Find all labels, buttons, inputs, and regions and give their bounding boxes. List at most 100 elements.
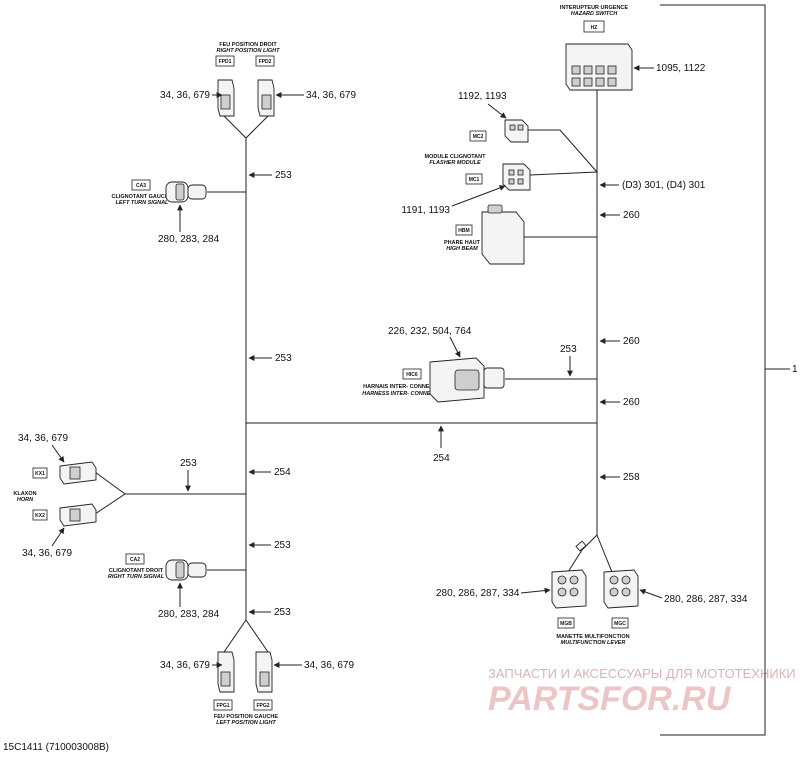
right-turn-signal: CA2 CLIGNOTANT DROIT RIGHT TURN SIGNAL 2… [108, 553, 220, 620]
connector-mgb-icon [551, 569, 587, 609]
tag-box-hz [583, 20, 605, 33]
tag-box-fpg2 [253, 699, 273, 711]
hazard-switch-pins [571, 65, 617, 87]
wire-ref-253-harness: 253 [560, 344, 577, 355]
connector-fpd2-latch [261, 94, 272, 110]
right-turn-signal-en-label: RIGHT TURN SIGNAL [108, 574, 165, 580]
flasher-module-wire-bottom [529, 171, 598, 176]
tag-kx2: KX2 [35, 513, 45, 519]
tag-box-mc1 [465, 173, 483, 185]
tag-mc2: MC2 [473, 134, 484, 140]
flasher-module-fr-label: MODULE CLIGNOTANT [424, 154, 486, 160]
flasher-module-mc1-icon [502, 163, 531, 191]
tag-kx1: KX1 [35, 471, 45, 477]
tag-fpd2: FPD2 [259, 59, 272, 65]
high-beam-icon [481, 211, 525, 265]
horn-branch [94, 471, 126, 515]
tag-box-ca2 [125, 553, 145, 565]
ref-left-position-light-left: 34, 36, 679 [160, 660, 210, 671]
horn-connector-kx1-latch [69, 466, 81, 480]
ref-right-position-light-left: 34, 36, 679 [160, 90, 210, 101]
connector-ca2-ribs [175, 561, 185, 579]
left-turn-signal-fr-label: CLIGNOTANT GAUCHE [111, 194, 172, 200]
left-position-light: 34, 36, 679 34, 36, 679 FPG1 FPG2 FEU PO… [160, 651, 354, 726]
wire-ref-253-low1: 253 [274, 540, 291, 551]
ref-harness-connect: 226, 232, 504, 764 [388, 326, 472, 337]
wire-ref-253-top: 253 [275, 170, 292, 181]
tag-box-kx2 [32, 509, 48, 521]
tag-box-mgc [611, 617, 629, 629]
harness-connect-en-label: HARNESS INTER- CONNECT [362, 391, 438, 397]
left-position-light-en-label: LEFT POSITION LIGHT [216, 720, 276, 726]
tag-hz: HZ [591, 25, 598, 31]
multifunction-lever-wire-right [596, 534, 613, 573]
connector-fpg1-latch [220, 671, 231, 687]
high-beam-plug [487, 204, 503, 214]
ref-multifunction-lever-left: 280, 286, 287, 334 [436, 588, 520, 599]
tag-mc1: MC1 [469, 177, 480, 183]
leader-kx2 [51, 527, 65, 547]
connector-fpd1-latch [220, 94, 231, 110]
tag-box-hbm [455, 224, 473, 236]
tag-box-ca3 [131, 179, 151, 191]
wire-ref-260-b: 260 [623, 336, 640, 347]
high-beam-en-label: HIGH BEAM [446, 246, 478, 252]
ref-right-turn-signal: 280, 283, 284 [158, 609, 220, 620]
connector-ca3-ribs [175, 183, 185, 201]
ref-horn-top: 34, 36, 679 [18, 433, 68, 444]
wire-ref-253-mid: 253 [275, 353, 292, 364]
tag-mgc: MGC [614, 621, 626, 627]
ref-flasher-module-bottom: 1191, 1193 [401, 205, 450, 216]
flasher-module: 1192, 1193 MC2 MODULE CLIGNOTANT FLASHER… [401, 91, 531, 216]
leader-mc2 [487, 103, 507, 119]
tag-ca3: CA3 [136, 183, 146, 189]
ref-hazard-switch: 1095, 1122 [656, 63, 706, 74]
connector-ca2-mate [187, 562, 207, 578]
wire-ref-253-horn: 253 [180, 458, 197, 469]
right-turn-signal-fr-label: CLIGNOTANT DROIT [109, 568, 164, 574]
harness-connect-fr-label: HARNAIS INTER- CONNECT [363, 384, 437, 390]
hazard-switch: INTERUPTEUR URGENCE HAZARD SWITCH HZ 109… [560, 5, 706, 91]
hazard-switch-en-label: HAZARD SWITCH [571, 11, 618, 17]
watermark-main-text: PARTSFOR.RU [488, 680, 732, 718]
multifunction-lever: 280, 286, 287, 334 280, 286, 287, 334 MG… [436, 569, 748, 646]
connector-ca3-mate [187, 184, 207, 200]
ref-left-turn-signal: 280, 283, 284 [158, 234, 220, 245]
wire-ref-260-c: 260 [623, 397, 640, 408]
connector-mgc-icon [603, 569, 639, 609]
tag-mgb: MGB [560, 621, 572, 627]
leader-mgc [639, 589, 663, 599]
wire-harness [94, 4, 790, 736]
hazard-switch-fr-label: INTERUPTEUR URGENCE [560, 5, 628, 11]
tag-box-mc2 [469, 130, 487, 142]
wire-reference-labels: 253 253 253 254 253 253 254 253 (D3) 301… [180, 170, 706, 618]
tag-box-fpd1 [215, 55, 235, 67]
multifunction-lever-en-label: MULTIFUNCTION LEVER [561, 640, 626, 646]
wire-ref-254-horizontal: 254 [433, 453, 450, 464]
left-position-light-branch [223, 619, 269, 653]
harness-connect-body [454, 369, 480, 391]
watermark: ЗАПЧАСТИ И АКСЕССУАРЫ ДЛЯ МОТОТЕХНИКИ PA… [488, 666, 796, 718]
tag-ca2: CA2 [130, 557, 140, 563]
tag-hbm: HBM [458, 228, 469, 234]
left-turn-signal: CA3 CLIGNOTANT GAUCHE LEFT TURN SIGNAL 2… [111, 179, 220, 245]
right-position-light-fr-label: FEU POSITION DROIT [219, 42, 277, 48]
left-turn-signal-en-label: LEFT TURN SIGNAL [116, 200, 169, 206]
tag-hic6: HIC6 [406, 372, 418, 378]
flasher-module-wire-top [527, 129, 598, 173]
ref-left-position-light-right: 34, 36, 679 [304, 660, 354, 671]
wire-ref-258: 258 [623, 472, 640, 483]
tag-box-hic6 [402, 368, 422, 380]
ref-flasher-module-top: 1192, 1193 [458, 91, 507, 102]
ref-multifunction-lever-right: 280, 286, 287, 334 [664, 594, 748, 605]
watermark-top-text: ЗАПЧАСТИ И АКСЕССУАРЫ ДЛЯ МОТОТЕХНИКИ [488, 666, 796, 681]
flasher-module-en-label: FLASHER MODULE [429, 160, 481, 166]
wire-ref-301: (D3) 301, (D4) 301 [622, 180, 706, 191]
horn-connector-kx2-latch [69, 508, 81, 522]
horn: 34, 36, 679 KX1 KLAXON HORN KX2 34, 36, … [13, 433, 97, 559]
flasher-module-mc2-icon [504, 119, 529, 143]
right-position-light-branch [223, 115, 269, 139]
tag-fpg2: FPG2 [256, 703, 269, 709]
right-position-light-en-label: RIGHT POSITION LIGHT [217, 48, 281, 54]
multifunction-lever-wire-left [567, 534, 598, 573]
